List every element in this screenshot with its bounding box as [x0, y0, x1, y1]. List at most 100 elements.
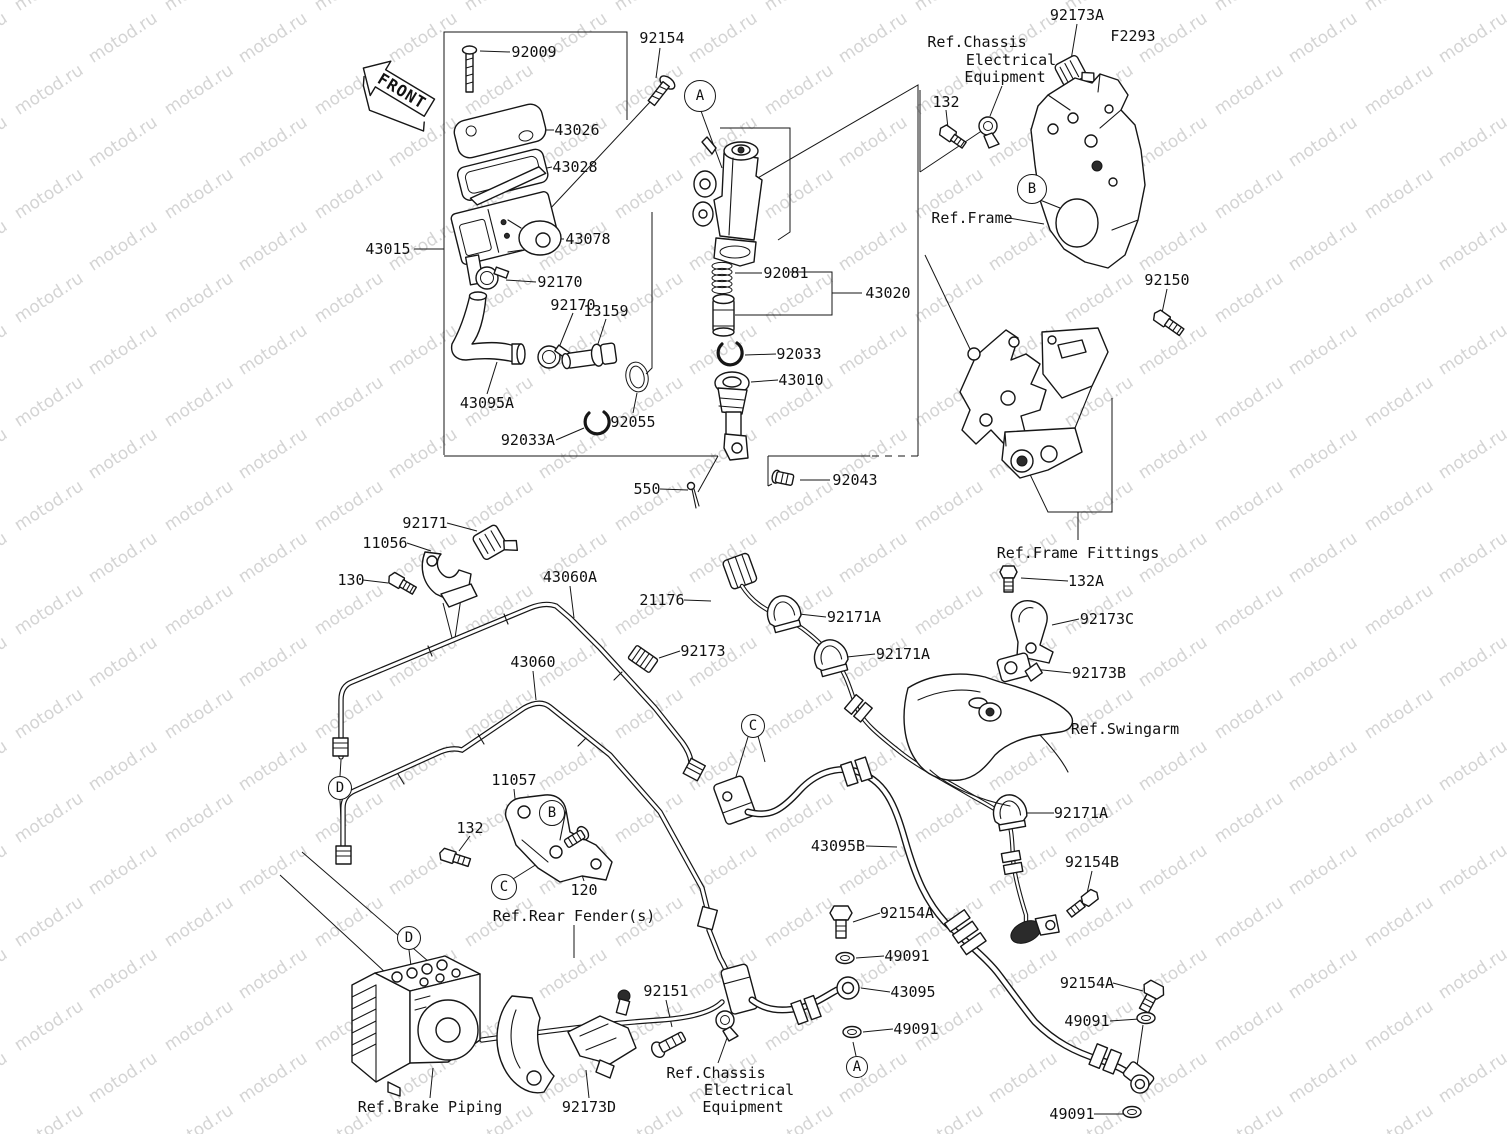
bracket-11057: [504, 794, 613, 883]
reservoir-body-43015: [450, 191, 562, 286]
clip-92171: [472, 524, 519, 560]
part-label-lrefswing: Ref.Swingarm: [1070, 720, 1180, 738]
part-label-lrefchassis1a: Ref.Chassis: [927, 33, 1027, 51]
part-label-lrefchassis2b: Electrical: [703, 1081, 795, 1099]
part-label-l92173: 92173: [680, 642, 726, 660]
abs-unit: [351, 955, 481, 1097]
part-label-l49091b: 49091: [893, 1020, 939, 1038]
part-label-lreffender: Ref.Rear Fender(s): [492, 907, 656, 925]
bolt-92150: [1152, 309, 1185, 337]
part-label-l92154Am: 92154A: [879, 904, 935, 922]
clip-92171A-2: [813, 639, 849, 678]
part-label-l43010: 43010: [778, 371, 824, 389]
callout-b-1: B: [1017, 174, 1047, 204]
washer-49091-rear-bottom-hole: [1127, 1109, 1137, 1115]
washer-49091-rear-top: [1136, 1011, 1156, 1025]
screw-92009: [461, 45, 478, 93]
part-label-l132: 132: [932, 93, 960, 111]
part-label-l92154: 92154: [639, 29, 685, 47]
part-label-l92154B: 92154B: [1064, 853, 1120, 871]
piston-43020: [712, 293, 735, 337]
washer-49091-mid-top-hole: [840, 955, 850, 961]
bracket-11056: [421, 551, 478, 608]
bolt-132: [938, 124, 967, 149]
part-label-l21176: 21176: [639, 591, 685, 609]
part-label-l92033: 92033: [776, 345, 822, 363]
part-label-l92033A: 92033A: [500, 431, 556, 449]
part-label-lreffittings: Ref.Frame Fittings: [996, 544, 1160, 562]
part-label-lrefframe: Ref.Frame: [931, 209, 1013, 227]
pipe-43060A: [332, 601, 706, 782]
part-label-l11056: 11056: [362, 534, 408, 552]
callout-c-4: C: [741, 714, 765, 738]
part-label-l11057: 11057: [491, 771, 537, 789]
part-label-l43095B: 43095B: [810, 837, 866, 855]
part-label-lF2293: F2293: [1110, 27, 1156, 45]
wheel-speed-sensor: [1010, 914, 1060, 944]
part-label-l132b: 132: [456, 819, 484, 837]
part-label-l92171A3: 92171A: [1053, 804, 1109, 822]
washer-49091-rear-bottom: [1122, 1105, 1142, 1119]
swingarm-outline: [903, 673, 1074, 807]
bolt-130: [388, 571, 418, 595]
callout-d-5: D: [328, 776, 352, 800]
part-label-lrefchassis1c: Equipment: [964, 68, 1046, 86]
oring-92055: [625, 361, 649, 393]
bolt-132A: [999, 565, 1018, 593]
part-label-l43020: 43020: [865, 284, 911, 302]
flare-nut-92173: [627, 645, 659, 673]
part-label-l13159: 13159: [583, 302, 629, 320]
washer-49091-mid-bottom: [842, 1025, 862, 1039]
clip-92171A-1: [766, 595, 802, 634]
bolt-92154B: [1066, 888, 1099, 918]
callout-b-2: B: [539, 800, 565, 826]
part-label-l92081: 92081: [763, 264, 809, 282]
part-label-l92150: 92150: [1144, 271, 1190, 289]
part-label-l43028: 43028: [552, 158, 598, 176]
bolt-92154A-mid: [829, 905, 853, 939]
part-label-l130: 130: [337, 571, 365, 589]
part-label-lrefchassis2c: Equipment: [702, 1098, 784, 1116]
part-label-lrefchassis1b: Electrical: [965, 51, 1057, 69]
spring-92081: [711, 261, 733, 295]
frame-fittings-brackets: [959, 327, 1109, 479]
part-label-l43078: 43078: [565, 230, 611, 248]
part-label-l92043: 92043: [832, 471, 878, 489]
callout-c-3: C: [491, 874, 517, 900]
part-label-l92170a: 92170: [537, 273, 583, 291]
bracket-92173D-arm: [496, 995, 555, 1094]
hose-43095A: [450, 291, 526, 365]
part-label-l92151: 92151: [643, 982, 689, 1000]
front-arrow: [362, 60, 436, 132]
washer-49091-mid-top: [835, 951, 855, 965]
circlip-92033: [716, 341, 744, 367]
joint-13159: [561, 342, 618, 370]
sensor-holder-92173D: [567, 989, 637, 1079]
clamp-chassis-bottom: [715, 1010, 739, 1042]
part-label-l43095A: 43095A: [459, 394, 515, 412]
part-label-l43095: 43095: [890, 983, 936, 1001]
clamp-92173B: [996, 652, 1043, 683]
sensor-cable-21176: [722, 552, 1060, 944]
part-label-l92055: 92055: [610, 413, 656, 431]
bolt-92151: [650, 1031, 687, 1058]
part-label-l92171A2: 92171A: [875, 645, 931, 663]
clamp-92170-upper: [475, 266, 510, 290]
pushrod-43010: [714, 371, 750, 461]
callout-a-0: A: [684, 80, 716, 112]
screw-92154: [647, 75, 676, 107]
bracket-92173C: [1010, 600, 1054, 664]
part-label-l43060A: 43060A: [542, 568, 598, 586]
hose-43095: [720, 963, 860, 1026]
part-label-l120: 120: [570, 881, 598, 899]
part-label-lrefchassis2a: Ref.Chassis: [666, 1064, 766, 1082]
circlip-92033A: [583, 410, 611, 436]
part-label-l92173B: 92173B: [1071, 664, 1127, 682]
part-label-l43060: 43060: [510, 653, 556, 671]
part-label-lrefbrake: Ref.Brake Piping: [357, 1098, 503, 1116]
part-label-l49091c: 49091: [1064, 1012, 1110, 1030]
part-label-l49091a: 49091: [884, 947, 930, 965]
part-label-l43015: 43015: [365, 240, 411, 258]
